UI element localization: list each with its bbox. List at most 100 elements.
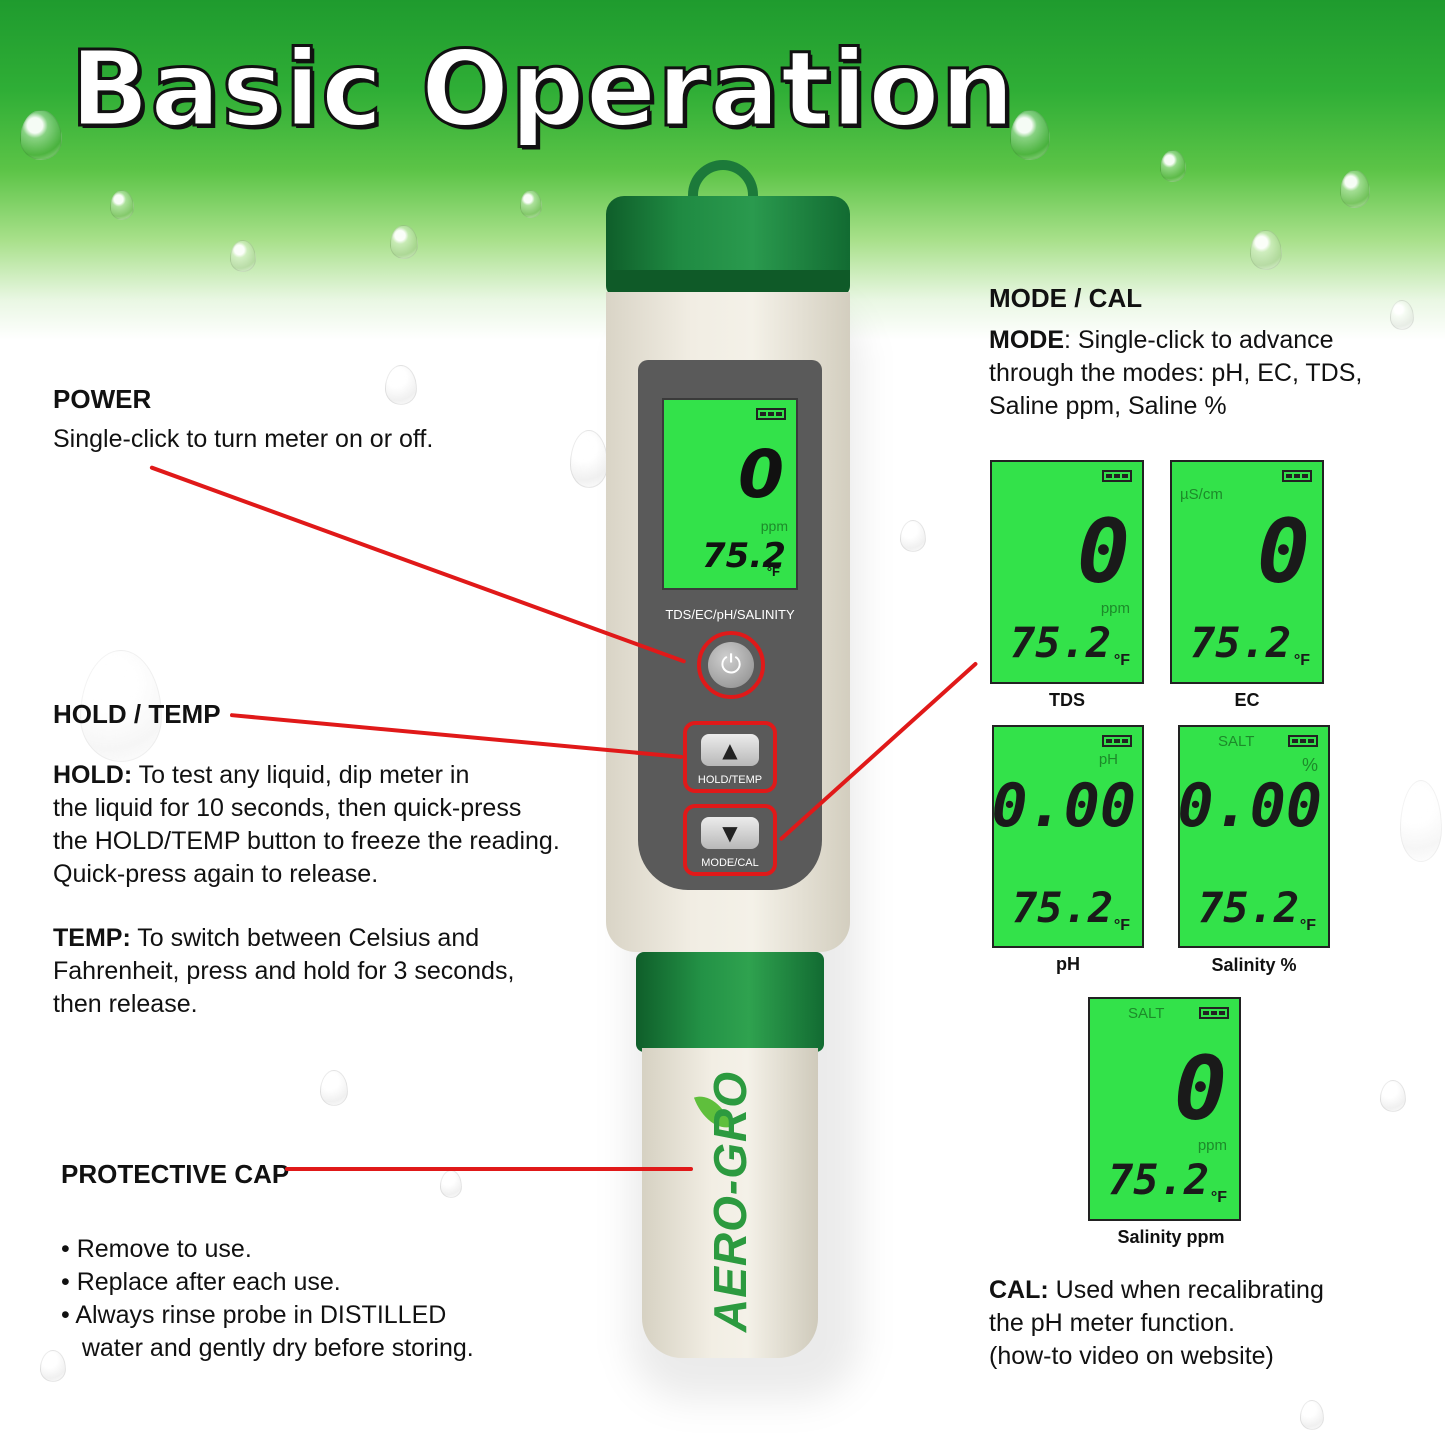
mode-cal-button[interactable]: ▼ bbox=[701, 817, 759, 849]
lcd-deg: °F bbox=[766, 564, 780, 579]
water-droplet bbox=[1380, 1080, 1406, 1112]
hold-line: Quick-press again to release. bbox=[53, 860, 379, 888]
screen-caption: pH bbox=[1056, 954, 1080, 974]
hold-highlight-ring bbox=[683, 721, 777, 793]
up-arrow-icon: ▲ bbox=[722, 738, 738, 762]
screen-top-label: pH bbox=[1098, 751, 1118, 768]
protective-cap bbox=[642, 1048, 818, 1358]
screen-top-label: SALT bbox=[1128, 1005, 1165, 1022]
screen-value: 0 bbox=[1257, 500, 1310, 603]
tds-screen: 0 ppm 75.2 °F bbox=[990, 460, 1144, 684]
battery-icon bbox=[756, 408, 786, 420]
screen-caption: Salinity ppm bbox=[1117, 1227, 1225, 1247]
hold-temp-heading: HOLD / TEMP bbox=[53, 699, 221, 729]
screen-value: 0.00 bbox=[991, 771, 1137, 841]
protective-cap-list: • Remove to use. • Replace after each us… bbox=[61, 1200, 474, 1365]
water-droplet bbox=[385, 365, 417, 405]
cap-loop bbox=[688, 160, 758, 214]
screen-caption: TDS bbox=[1049, 690, 1085, 710]
screen-value: 0 bbox=[1077, 500, 1130, 603]
cal-line: Used when recalibrating bbox=[1048, 1276, 1324, 1304]
temp-line: Fahrenheit, press and hold for 3 seconds… bbox=[53, 957, 515, 985]
brand-logo: AERO-GRO bbox=[704, 1071, 756, 1332]
power-heading: POWER bbox=[53, 384, 152, 414]
screen-caption: EC bbox=[1234, 690, 1260, 710]
water-droplet bbox=[520, 190, 542, 218]
cap-bullet: water and gently dry before storing. bbox=[61, 1334, 474, 1362]
hold-temp-button-label: HOLD/TEMP bbox=[697, 774, 763, 786]
meter-top-cap-rim bbox=[606, 270, 850, 296]
screen-top-label: SALT bbox=[1218, 733, 1255, 750]
screen-deg: °F bbox=[1210, 1189, 1227, 1206]
mode-line: through the modes: pH, EC, TDS, bbox=[989, 359, 1363, 387]
cap-bullet: • Remove to use. bbox=[61, 1235, 252, 1263]
salinity-percent-screen: SALT % 0.00 75.2 °F bbox=[1178, 725, 1330, 948]
mode-label: MODE bbox=[989, 326, 1064, 354]
ec-screen: µS/cm 0 75.2 °F bbox=[1170, 460, 1324, 684]
screen-temp: 75.2 bbox=[1198, 883, 1300, 932]
down-arrow-icon: ▼ bbox=[722, 821, 738, 845]
hold-line: To test any liquid, dip meter in bbox=[138, 761, 470, 789]
cap-pointer-line bbox=[285, 1167, 693, 1171]
temp-line: To switch between Celsius and bbox=[137, 924, 480, 952]
cal-label: CAL: bbox=[989, 1276, 1049, 1304]
hold-line: the HOLD/TEMP button to freeze the readi… bbox=[53, 827, 560, 855]
screen-unit: ppm bbox=[1100, 600, 1130, 617]
screen-deg: °F bbox=[1113, 917, 1130, 934]
protective-cap-heading: PROTECTIVE CAP bbox=[61, 1159, 290, 1189]
screen-percent: % bbox=[1301, 755, 1318, 775]
battery-icon bbox=[1282, 470, 1312, 482]
meter-lcd: 0 ppm 75.2 °F bbox=[662, 398, 798, 590]
screen-top-label: µS/cm bbox=[1180, 486, 1223, 503]
screen-deg: °F bbox=[1113, 652, 1130, 669]
screen-temp: 75.2 bbox=[1012, 883, 1114, 932]
water-droplet bbox=[80, 650, 162, 762]
power-highlight-ring bbox=[697, 631, 765, 699]
salinity-ppm-screen: SALT 0 ppm 75.2 °F bbox=[1088, 997, 1241, 1221]
page-title: Basic Operation bbox=[69, 27, 1017, 152]
battery-icon bbox=[1102, 735, 1132, 747]
cap-bullet: • Always rinse probe in DISTILLED bbox=[61, 1301, 447, 1329]
mode-cal-heading: MODE / CAL bbox=[989, 283, 1143, 313]
mode-highlight-ring bbox=[683, 804, 777, 876]
water-droplet bbox=[1390, 300, 1414, 330]
battery-icon bbox=[1288, 735, 1318, 747]
water-droplet bbox=[440, 1170, 462, 1198]
water-droplet bbox=[390, 225, 418, 259]
mode-cal-button-label: MODE/CAL bbox=[701, 857, 759, 869]
mode-line: Saline ppm, Saline % bbox=[989, 392, 1227, 420]
meter-collar bbox=[636, 952, 824, 1052]
mode-description: MODE: Single-click to advance through th… bbox=[989, 324, 1419, 423]
screen-caption: Salinity % bbox=[1211, 955, 1297, 975]
water-droplet bbox=[1250, 230, 1282, 270]
water-droplet bbox=[1010, 110, 1050, 160]
battery-icon bbox=[1199, 1007, 1229, 1019]
meter-model-label: TDS/EC/pH/SALINITY bbox=[665, 607, 795, 622]
screen-unit: ppm bbox=[1197, 1137, 1227, 1154]
cal-line: (how-to video on website) bbox=[989, 1342, 1274, 1370]
water-droplet bbox=[900, 520, 926, 552]
screen-temp: 75.2 bbox=[1108, 1155, 1210, 1204]
mode-line: : Single-click to advance bbox=[1064, 326, 1334, 354]
water-droplet bbox=[1160, 150, 1186, 182]
screen-deg: °F bbox=[1299, 917, 1316, 934]
screen-value: 0.00 bbox=[1177, 771, 1323, 841]
lcd-value: 0 bbox=[738, 436, 784, 513]
water-droplet bbox=[1340, 170, 1370, 208]
hold-line: the liquid for 10 seconds, then quick-pr… bbox=[53, 794, 522, 822]
screen-temp: 75.2 bbox=[1010, 618, 1112, 667]
temp-label: TEMP: bbox=[53, 924, 131, 952]
battery-icon bbox=[1102, 470, 1132, 482]
water-droplet bbox=[570, 430, 608, 488]
hold-temp-button[interactable]: ▲ bbox=[701, 734, 759, 766]
water-droplet bbox=[230, 240, 256, 272]
hold-label: HOLD: bbox=[53, 761, 133, 789]
water-droplet bbox=[1400, 780, 1442, 862]
hold-description: HOLD: To test any liquid, dip meter in t… bbox=[53, 759, 613, 891]
water-droplet bbox=[110, 190, 134, 220]
power-description: Single-click to turn meter on or off. bbox=[53, 425, 434, 453]
water-droplet bbox=[320, 1070, 348, 1106]
cal-description: CAL: Used when recalibrating the pH mete… bbox=[989, 1274, 1419, 1373]
lcd-unit: ppm bbox=[760, 518, 788, 534]
water-droplet bbox=[40, 1350, 66, 1382]
